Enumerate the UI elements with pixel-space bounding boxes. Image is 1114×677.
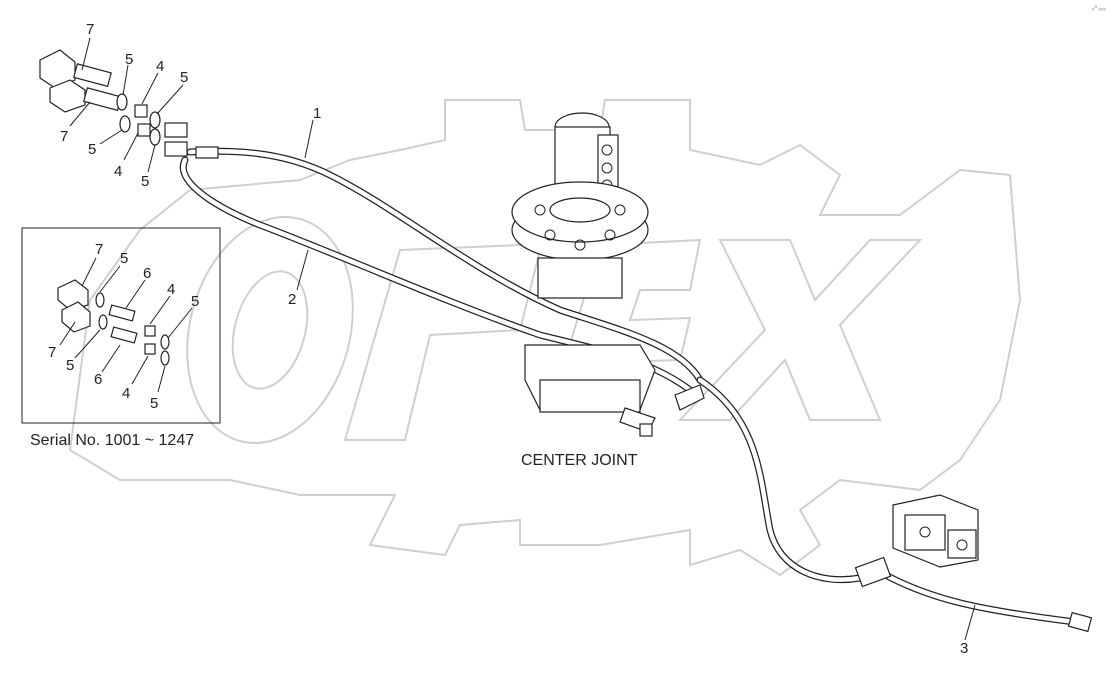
callout-5-inset-c: 5 xyxy=(66,357,74,374)
callout-4-inset-a: 4 xyxy=(167,281,175,298)
callout-5-top-c: 5 xyxy=(88,141,96,158)
callout-5-top-a: 5 xyxy=(125,51,133,68)
callout-7-top-lower: 7 xyxy=(60,128,68,145)
callout-5-inset-d: 5 xyxy=(150,395,158,412)
hose-assembly xyxy=(179,146,1093,633)
leader-lines xyxy=(59,37,976,641)
callout-5-top-b: 5 xyxy=(180,69,188,86)
callout-5-inset-a: 5 xyxy=(120,250,128,267)
callout-4-top-b: 4 xyxy=(114,163,122,180)
upper-fittings-group xyxy=(39,49,188,157)
callout-7-inset-lower: 7 xyxy=(48,344,56,361)
inset-fittings-group xyxy=(57,279,170,366)
center-joint-body xyxy=(511,112,705,437)
callout-6-inset-a: 6 xyxy=(143,265,151,282)
callout-5-top-d: 5 xyxy=(141,173,149,190)
serial-number-caption: Serial No. 1001 ~ 1247 xyxy=(30,432,194,449)
callout-5-inset-b: 5 xyxy=(191,293,199,310)
callout-3-hose: 3 xyxy=(960,640,968,657)
callout-7-top-upper: 7 xyxy=(86,21,94,38)
callout-2-hose: 2 xyxy=(288,291,296,308)
corner-mark: ₂⁰ ₀₀₀ xyxy=(1092,5,1106,12)
callout-6-inset-b: 6 xyxy=(94,371,102,388)
callout-4-inset-b: 4 xyxy=(122,385,130,402)
valve-block-end xyxy=(854,494,979,588)
center-joint-caption: CENTER JOINT xyxy=(521,452,638,469)
serial-variant-inset-frame xyxy=(21,227,221,424)
callout-7-inset-upper: 7 xyxy=(95,241,103,258)
callout-4-top-a: 4 xyxy=(156,58,164,75)
callout-labels: 7 5 4 5 7 5 4 5 1 2 3 7 5 6 4 5 7 5 6 4 … xyxy=(48,21,968,657)
callout-1-hose: 1 xyxy=(313,105,321,122)
